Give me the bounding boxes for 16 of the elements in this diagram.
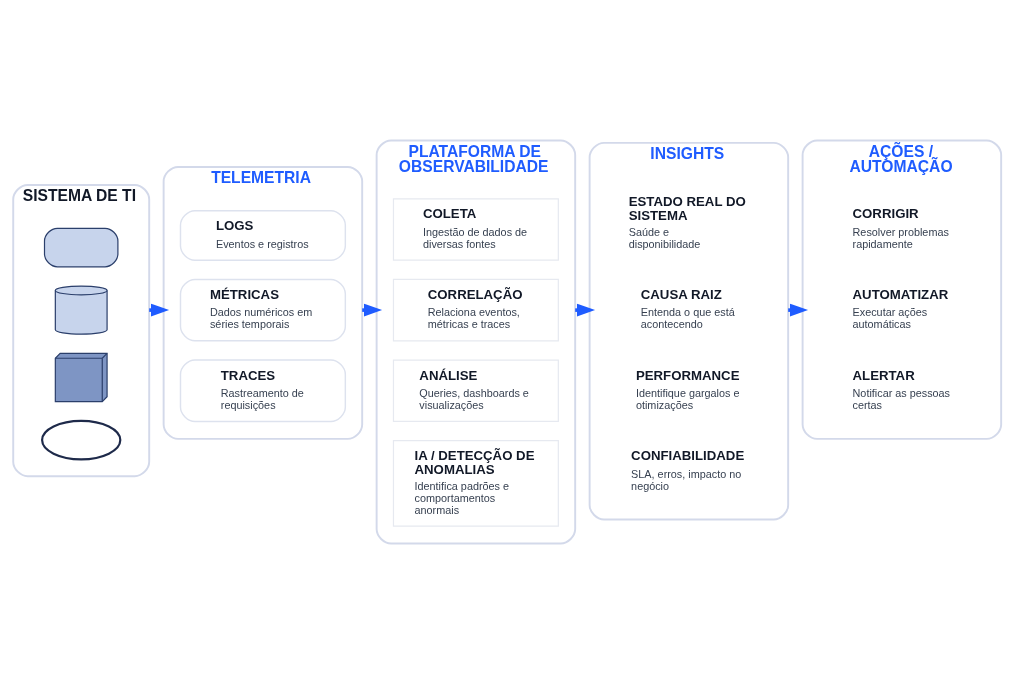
node-text: CONFIABILIDADE SLA, erros, impacto no negócio bbox=[631, 447, 745, 492]
node-box bbox=[43, 227, 119, 267]
node-cloud bbox=[41, 419, 122, 460]
node-box: LOGS Eventos e registros bbox=[179, 209, 347, 261]
node-text: PERFORMANCE Identifique gargalos e otimizações bbox=[635, 367, 740, 411]
node-text: CAUSA RAIZ Entenda o que está acontecendo bbox=[640, 286, 735, 330]
node-box: CORRELAÇÃO Relaciona eventos, métricas e traces bbox=[392, 278, 559, 341]
node-text: ESTADO REAL DO SISTEMA Saúde e disponibilidade bbox=[628, 193, 746, 250]
node-box: IA / DETECÇÃO DE ANOMALIAS Identifica padrões e comportamentos anormais bbox=[392, 439, 559, 527]
node-text: ALERTAR Notificar as pessoas certas bbox=[852, 367, 951, 411]
node-text: AUTOMATIZAR Executar ações automáticas bbox=[852, 286, 949, 330]
node-text: CORRIGIR Resolver problemas rapidamente bbox=[852, 205, 949, 250]
node-box: ANÁLISE Queries, dashboards e visualizações bbox=[392, 358, 559, 422]
node-box: TRACES Rastreamento de requisições bbox=[179, 358, 347, 422]
node-box: COLETA Ingestão de dados de diversas fontes bbox=[392, 197, 559, 261]
node-box: MÉTRICAS Dados numéricos em séries temporais bbox=[179, 278, 347, 342]
